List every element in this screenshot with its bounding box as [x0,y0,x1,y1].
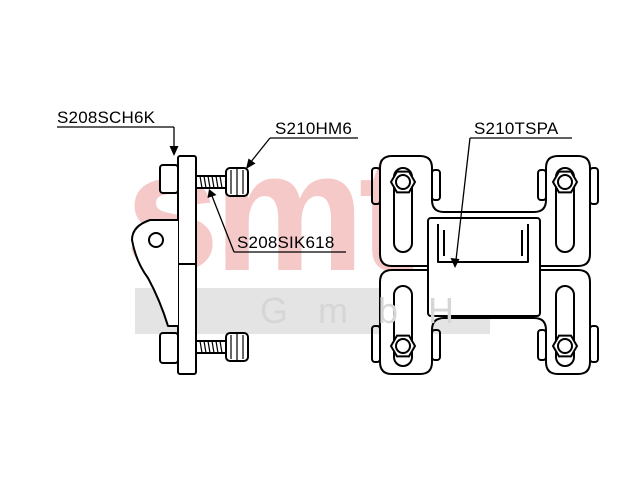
thread-mark [215,340,219,354]
thread-mark [219,340,223,354]
thread-mark [211,175,215,189]
bolt-head-knurl [230,169,244,360]
hex-nut-bore [557,338,573,354]
front-view-assembly [371,155,599,375]
swing-link-hole [148,232,164,248]
swing-link [131,219,178,327]
slot-top-left [393,167,413,253]
thread-mark [207,175,211,189]
thread-mark [203,340,207,354]
thread-mark [199,175,203,189]
thread-mark [211,340,215,354]
center-clamp [427,217,541,317]
center-channel [437,224,529,263]
thread-mark [219,175,223,189]
hex-nut-bore [395,174,411,190]
label-s210tspa: S210TSPA [474,119,559,138]
thread-mark [203,175,207,189]
leader-arrowheads [169,146,460,268]
watermark-company-text: G m b H [259,290,464,331]
hex-nut-bore [557,174,573,190]
thread-mark [215,175,219,189]
slot-bottom-right [555,285,575,367]
slot-top-right [555,167,575,253]
label-s208sch6k: S208SCH6K [57,108,156,127]
top-nut-block [159,164,179,194]
thread-mark [199,340,203,354]
hex-nuts [389,170,579,358]
hex-nut-bore [395,338,411,354]
label-s210hm6: S210HM6 [275,119,352,138]
slot-bottom-left [393,285,413,367]
bolt-threads [199,175,223,354]
thread-mark [207,340,211,354]
leader-lines [57,126,572,261]
label-s208sik618: S208SIK618 [237,233,335,252]
bottom-nut-block [159,332,179,364]
